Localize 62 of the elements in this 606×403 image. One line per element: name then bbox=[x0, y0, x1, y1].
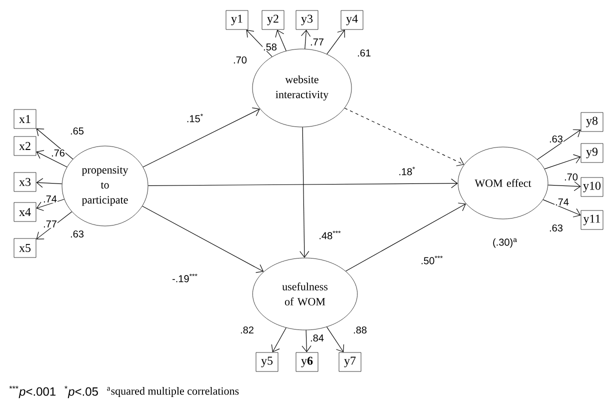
indicator-box: x3 bbox=[14, 172, 36, 192]
arrow bbox=[548, 181, 581, 191]
edge-label: .50$^{***}$ bbox=[420, 255, 444, 265]
footnote: $^{*}$p<.05 bbox=[64, 386, 98, 398]
arrow bbox=[300, 126, 310, 258]
indicator-box: y1 bbox=[226, 10, 248, 30]
indicator-box: x2 bbox=[14, 136, 36, 156]
indicator-box: y3 bbox=[296, 10, 318, 30]
arrow bbox=[344, 108, 464, 166]
edge-label: .84 bbox=[310, 334, 324, 342]
edge-label: .63 bbox=[548, 224, 564, 232]
arrow bbox=[544, 154, 581, 170]
indicator-box: y8 bbox=[580, 112, 604, 132]
arrow bbox=[537, 129, 581, 160]
indicator-box: y11 bbox=[580, 210, 604, 230]
edge-label: .65 bbox=[70, 126, 84, 136]
arrow bbox=[542, 199, 581, 218]
arrow bbox=[326, 30, 345, 54]
arrow bbox=[142, 206, 264, 273]
edge-label: .82 bbox=[240, 326, 254, 334]
indicator-box: y9 bbox=[580, 143, 604, 163]
indicator-box: x4 bbox=[14, 202, 36, 222]
indicator-box: y4 bbox=[340, 10, 364, 30]
arrow bbox=[36, 128, 74, 160]
edge-label: .48$^{***}$ bbox=[318, 230, 342, 240]
arrow bbox=[275, 30, 286, 52]
indicator-box: y2 bbox=[262, 10, 284, 30]
edge-label: .74 bbox=[42, 195, 58, 203]
edge-label: .74 bbox=[554, 198, 570, 206]
arrow bbox=[148, 178, 458, 188]
arrow bbox=[142, 107, 260, 168]
arrow bbox=[302, 330, 312, 352]
arrow bbox=[345, 202, 466, 272]
edge-label: .58 bbox=[262, 42, 278, 52]
arrow bbox=[36, 150, 68, 168]
coefficient-label: (.30)$^{a}$ bbox=[493, 238, 517, 248]
edge-label: .63 bbox=[548, 134, 564, 144]
indicator-box: x5 bbox=[14, 238, 36, 258]
arrow bbox=[326, 326, 344, 352]
edge-label: .15$^{*}$ bbox=[186, 113, 204, 123]
edge-label: .70 bbox=[564, 172, 578, 182]
edge-label: .70 bbox=[232, 56, 248, 64]
arrow bbox=[246, 30, 272, 57]
footnote: $^{a}$squared multiple correlations bbox=[107, 387, 239, 397]
edge-label: .63 bbox=[70, 230, 84, 238]
edge-label: -.19$^{***}$ bbox=[172, 273, 198, 283]
indicator-box: y7 bbox=[338, 352, 362, 372]
edge-label: .76 bbox=[50, 148, 66, 158]
arrow bbox=[36, 211, 72, 240]
edge-label: .77 bbox=[310, 38, 324, 46]
arrow bbox=[36, 198, 65, 211]
arrow bbox=[271, 327, 286, 352]
edge-label: .61 bbox=[356, 48, 372, 58]
arrow bbox=[36, 178, 62, 188]
edge-label: .77 bbox=[42, 220, 58, 228]
arrow bbox=[301, 30, 311, 50]
indicator-box: y6 bbox=[296, 352, 318, 372]
edge-label: .18$^{*}$ bbox=[398, 166, 416, 176]
indicator-box: y5 bbox=[256, 352, 278, 372]
indicator-box: y10 bbox=[580, 177, 604, 197]
indicator-box: x1 bbox=[14, 109, 36, 129]
footnote: $^{***}$p<.001 bbox=[9, 386, 56, 398]
